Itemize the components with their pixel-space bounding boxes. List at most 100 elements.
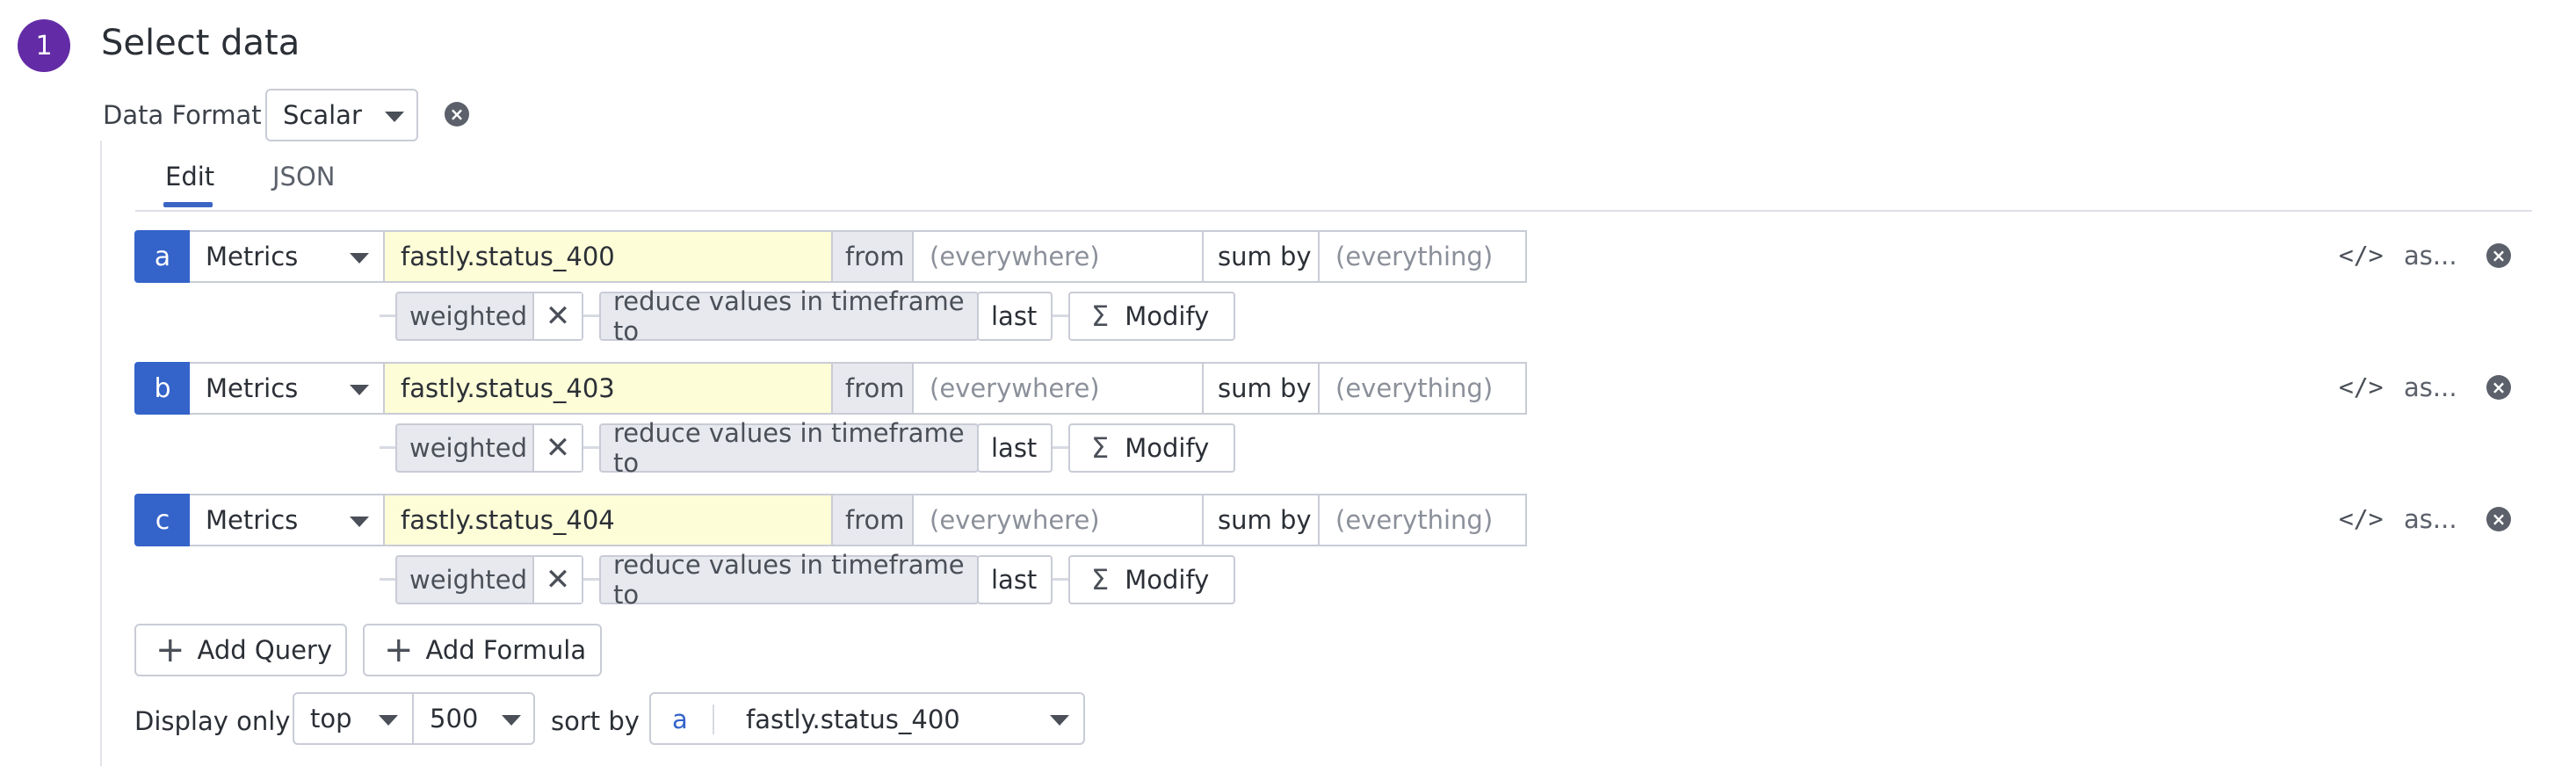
- sum-by-label: sum by: [1202, 494, 1320, 546]
- sum-by-input[interactable]: (everything): [1318, 362, 1527, 415]
- reduce-label: reduce values in timeframe to: [599, 286, 979, 346]
- tab-edit[interactable]: Edit: [165, 162, 215, 192]
- sum-by-placeholder: (everything): [1335, 505, 1494, 535]
- metric-value: fastly.status_400: [401, 242, 615, 271]
- connector-line: [583, 446, 601, 449]
- weighted-chip[interactable]: weighted ✕: [395, 555, 583, 604]
- weighted-label: weighted: [409, 433, 528, 463]
- query-source-value: Metrics: [206, 242, 299, 271]
- close-icon[interactable]: ✕: [532, 425, 582, 471]
- query-source-select[interactable]: Metrics: [190, 494, 385, 546]
- modify-label: Modify: [1125, 433, 1210, 463]
- chevron-down-icon: [502, 715, 521, 726]
- modify-label: Modify: [1125, 565, 1210, 595]
- section-title: Select data: [101, 23, 300, 63]
- from-scope-input[interactable]: (everywhere): [912, 230, 1204, 283]
- metric-value: fastly.status_404: [401, 505, 615, 535]
- from-placeholder: (everywhere): [930, 373, 1100, 403]
- sum-by-text: sum by: [1218, 373, 1312, 403]
- connector-line: [380, 578, 395, 581]
- code-view-icon[interactable]: </>: [2339, 504, 2384, 533]
- add-formula-label: Add Formula: [425, 635, 587, 665]
- reduce-value-select[interactable]: last: [977, 555, 1053, 604]
- modify-button[interactable]: Σ Modify: [1068, 292, 1235, 341]
- display-limit-select[interactable]: 500: [412, 692, 535, 745]
- modify-label: Modify: [1125, 301, 1210, 331]
- sort-by-label: sort by: [551, 706, 640, 736]
- remove-query-icon[interactable]: ×: [2486, 375, 2511, 400]
- add-query-button[interactable]: + Add Query: [134, 624, 347, 676]
- reduce-text: reduce values in timeframe to: [613, 550, 965, 610]
- sum-by-text: sum by: [1218, 505, 1312, 535]
- remove-query-icon[interactable]: ×: [2486, 243, 2511, 268]
- alias-input[interactable]: as...: [2404, 504, 2457, 534]
- tabs-divider: [135, 210, 2532, 212]
- modify-button[interactable]: Σ Modify: [1068, 423, 1235, 473]
- close-icon[interactable]: ✕: [532, 293, 582, 339]
- chevron-down-icon: [350, 253, 369, 264]
- alias-input[interactable]: as...: [2404, 241, 2457, 271]
- remove-data-format-icon[interactable]: ×: [445, 102, 469, 126]
- data-format-select[interactable]: Scalar: [265, 89, 418, 141]
- metric-input[interactable]: fastly.status_403: [383, 362, 833, 415]
- reduce-label: reduce values in timeframe to: [599, 550, 979, 610]
- connector-line: [1053, 578, 1070, 581]
- sort-by-select[interactable]: a fastly.status_400: [649, 692, 1085, 745]
- query-source-select[interactable]: Metrics: [190, 362, 385, 415]
- metric-input[interactable]: fastly.status_400: [383, 230, 833, 283]
- metric-input[interactable]: fastly.status_404: [383, 494, 833, 546]
- sum-by-input[interactable]: (everything): [1318, 230, 1527, 283]
- reduce-value-select[interactable]: last: [977, 292, 1053, 341]
- add-formula-button[interactable]: + Add Formula: [363, 624, 602, 676]
- sigma-icon: Σ: [1091, 300, 1110, 333]
- chevron-down-icon: [379, 715, 398, 726]
- remove-query-icon[interactable]: ×: [2486, 507, 2511, 531]
- sum-by-label: sum by: [1202, 362, 1320, 415]
- modify-button[interactable]: Σ Modify: [1068, 555, 1235, 604]
- chevron-down-icon: [350, 517, 369, 527]
- from-text: from: [845, 373, 905, 403]
- chevron-down-icon: [350, 385, 369, 395]
- query-letter-badge: b: [134, 362, 191, 415]
- chevron-down-icon: [385, 112, 404, 122]
- plus-icon: +: [384, 630, 414, 670]
- sum-by-input[interactable]: (everything): [1318, 494, 1527, 546]
- from-scope-input[interactable]: (everywhere): [912, 362, 1204, 415]
- reduce-value-select[interactable]: last: [977, 423, 1053, 473]
- from-placeholder: (everywhere): [930, 242, 1100, 271]
- divider: [713, 705, 714, 734]
- sum-by-label: sum by: [1202, 230, 1320, 283]
- display-limit-value: 500: [430, 704, 479, 733]
- reduce-value: last: [991, 433, 1038, 463]
- code-view-icon[interactable]: </>: [2339, 372, 2384, 401]
- weighted-label: weighted: [409, 301, 528, 331]
- from-label: from: [831, 362, 914, 415]
- sort-metric-value: fastly.status_400: [746, 705, 960, 734]
- close-icon[interactable]: ✕: [532, 557, 582, 603]
- from-label: from: [831, 494, 914, 546]
- step-number-badge: 1: [18, 19, 70, 72]
- reduce-value: last: [991, 565, 1038, 595]
- alias-input[interactable]: as...: [2404, 372, 2457, 402]
- from-text: from: [845, 242, 905, 271]
- sigma-icon: Σ: [1091, 563, 1110, 596]
- query-letter-badge: c: [134, 494, 191, 546]
- from-scope-input[interactable]: (everywhere): [912, 494, 1204, 546]
- tab-json[interactable]: JSON: [272, 162, 336, 192]
- display-order-select[interactable]: top: [293, 692, 414, 745]
- weighted-chip[interactable]: weighted ✕: [395, 423, 583, 473]
- data-format-value: Scalar: [283, 100, 362, 130]
- sum-by-placeholder: (everything): [1335, 373, 1494, 403]
- reduce-text: reduce values in timeframe to: [613, 418, 965, 478]
- connector-line: [1053, 314, 1070, 317]
- sort-query-letter: a: [672, 705, 688, 734]
- sigma-icon: Σ: [1091, 431, 1110, 465]
- reduce-text: reduce values in timeframe to: [613, 286, 965, 346]
- sum-by-placeholder: (everything): [1335, 242, 1494, 271]
- query-source-select[interactable]: Metrics: [190, 230, 385, 283]
- code-view-icon[interactable]: </>: [2339, 241, 2384, 270]
- weighted-chip[interactable]: weighted ✕: [395, 292, 583, 341]
- from-label: from: [831, 230, 914, 283]
- section-divider: [100, 141, 102, 766]
- connector-line: [380, 446, 395, 449]
